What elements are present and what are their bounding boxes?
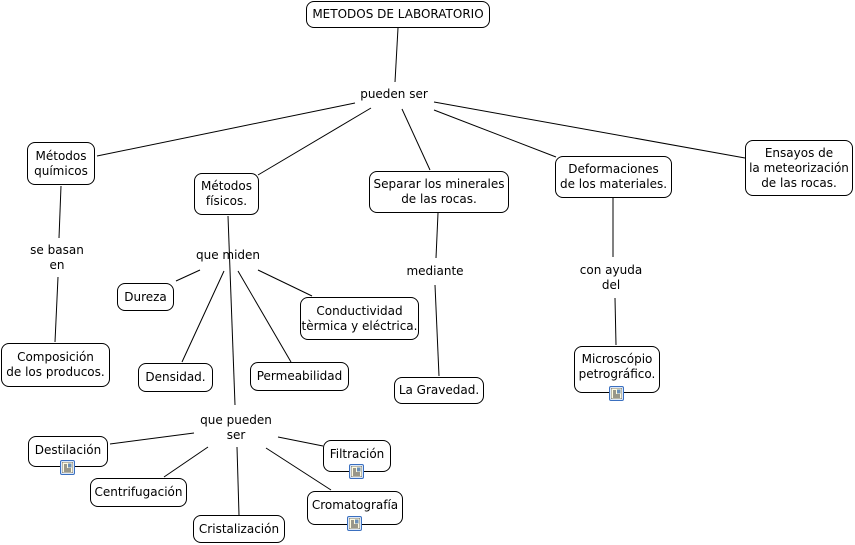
concept-densidad[interactable]: Densidad. — [138, 363, 213, 392]
concept-conductividad[interactable]: Conductividad tèrmica y eléctrica. — [300, 297, 419, 340]
link-line — [163, 446, 209, 478]
resource-document-icon[interactable] — [60, 460, 75, 475]
link-line — [257, 269, 313, 297]
link-line — [175, 269, 201, 282]
link-line — [181, 270, 225, 363]
resource-document-icon[interactable] — [349, 464, 364, 479]
concept-metodos-quimicos[interactable]: Métodos químicos — [27, 142, 95, 185]
link-line — [277, 436, 324, 447]
concept-root[interactable]: METODOS DE LABORATORIO — [306, 1, 490, 28]
concept-microscopio[interactable]: Microscópio petrográfico. — [574, 346, 660, 393]
linking-phrase-que-pueden-ser[interactable]: que pueden ser — [200, 413, 272, 442]
link-line — [435, 212, 439, 259]
concept-separar-minerales[interactable]: Separar los minerales de las rocas. — [369, 171, 509, 213]
concept-composicion[interactable]: Composición de los producos. — [1, 343, 110, 387]
concept-gravedad[interactable]: La Gravedad. — [394, 377, 484, 404]
link-line — [58, 185, 62, 239]
link-line — [237, 270, 292, 363]
linking-phrase-con-ayuda-del[interactable]: con ayuda del — [579, 263, 643, 292]
link-line — [394, 27, 399, 83]
linking-phrase-pueden-ser[interactable]: pueden ser — [360, 87, 428, 101]
resource-document-icon[interactable] — [347, 516, 362, 531]
concept-permeabilidad[interactable]: Permeabilidad — [250, 362, 349, 391]
linking-phrase-mediante[interactable]: mediante — [406, 264, 464, 278]
linking-phrase-se-basan-en[interactable]: se basan en — [30, 243, 84, 272]
link-line — [433, 109, 557, 158]
link-line — [434, 284, 440, 377]
concept-metodos-fisicos[interactable]: Métodos físicos. — [194, 173, 259, 215]
link-line — [401, 108, 431, 171]
concept-cristalizacion[interactable]: Cristalización — [193, 515, 285, 543]
concept-deformaciones[interactable]: Deformaciones de los materiales. — [555, 156, 672, 198]
link-line — [236, 446, 240, 516]
link-line — [54, 276, 59, 343]
link-line — [257, 107, 372, 176]
linking-phrase-que-miden[interactable]: que miden — [195, 248, 261, 262]
resource-document-icon[interactable] — [609, 386, 624, 401]
link-line — [265, 447, 332, 491]
link-line — [614, 297, 617, 346]
link-line — [227, 215, 236, 406]
link-line — [109, 432, 195, 445]
concept-centrifugacion[interactable]: Centrifugación — [90, 478, 187, 507]
link-line — [433, 101, 746, 159]
link-line — [96, 102, 356, 157]
concept-dureza[interactable]: Dureza — [117, 283, 174, 311]
concept-ensayos-meteorizacion[interactable]: Ensayos de la meteorización de las rocas… — [745, 140, 853, 196]
